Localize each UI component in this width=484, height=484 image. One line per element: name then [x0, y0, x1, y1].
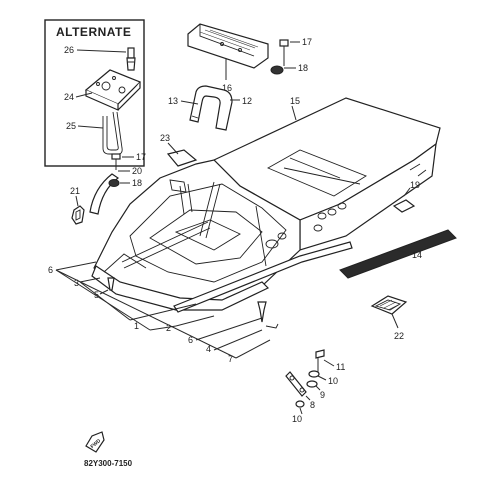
screw-part	[265, 323, 279, 329]
reflector-part	[71, 205, 85, 225]
side-decal-part: TRANSPORTER	[339, 229, 457, 282]
callout-26: 26	[64, 45, 74, 55]
callout-16: 16	[222, 83, 232, 93]
callout-3: 3	[74, 278, 79, 288]
leader-line	[317, 375, 327, 381]
alternate-pin-part	[126, 47, 136, 71]
leader-line	[403, 187, 411, 197]
grommet-part	[270, 65, 284, 75]
callout-14: 14	[412, 250, 422, 260]
callout-12: 12	[242, 96, 252, 106]
callout-25: 25	[66, 121, 76, 131]
top-cover-panel	[187, 23, 269, 69]
alternate-inset: ALTERNATE 26 24 25	[44, 19, 145, 167]
callout-8: 8	[310, 400, 315, 410]
callout-6-left: 6	[48, 265, 53, 275]
callout-17-side: 17	[136, 152, 146, 162]
mud-flap-part	[370, 295, 408, 315]
callout-19: 19	[410, 180, 420, 190]
callout-17-top: 17	[302, 37, 312, 47]
leader-lines-group	[55, 261, 271, 359]
leader-line	[77, 125, 104, 129]
leader-line	[315, 385, 321, 391]
leader-line	[75, 92, 93, 98]
alternate-title: ALTERNATE	[56, 25, 131, 39]
leader-line	[305, 395, 311, 401]
leader-line	[99, 289, 109, 295]
forward-direction-badge: FWD	[85, 431, 105, 453]
callout-11: 11	[336, 362, 345, 372]
callout-4: 4	[206, 344, 211, 354]
callout-13: 13	[168, 96, 178, 106]
leader-line	[180, 100, 199, 105]
grab-handle-part	[189, 85, 233, 131]
leader-line	[291, 105, 297, 121]
callout-6-right: 6	[188, 335, 193, 345]
callout-18-side: 18	[132, 178, 142, 188]
leader-line	[299, 407, 303, 415]
callout-10-lower: 10	[292, 414, 302, 424]
bolt-part	[279, 39, 289, 66]
grommet-part	[108, 179, 120, 187]
leader-line	[76, 49, 127, 53]
leader-line	[167, 142, 179, 155]
leader-line	[323, 359, 335, 367]
bolt-part	[111, 153, 121, 170]
callout-1: 1	[134, 321, 139, 331]
callout-20: 20	[132, 166, 142, 176]
small-decal-part	[392, 199, 416, 213]
callout-22: 22	[394, 331, 404, 341]
callout-18-top: 18	[298, 63, 308, 73]
callout-9: 9	[320, 390, 325, 400]
hardware-cluster	[285, 349, 325, 408]
leader-line	[391, 313, 399, 329]
diagram-code: 82Y300-7150	[84, 459, 133, 468]
leader-line	[75, 195, 79, 207]
rivet-part	[257, 301, 267, 323]
callout-15: 15	[290, 96, 300, 106]
callout-7: 7	[228, 354, 233, 364]
callout-2: 2	[166, 323, 171, 333]
alternate-bracket-part	[84, 69, 142, 111]
callout-21: 21	[70, 186, 80, 196]
leader-line	[397, 249, 411, 255]
callout-24: 24	[64, 92, 74, 102]
callout-10-upper: 10	[328, 376, 338, 386]
callout-23: 23	[160, 133, 170, 143]
chassis-body	[91, 97, 441, 313]
fastener-part	[107, 277, 115, 291]
